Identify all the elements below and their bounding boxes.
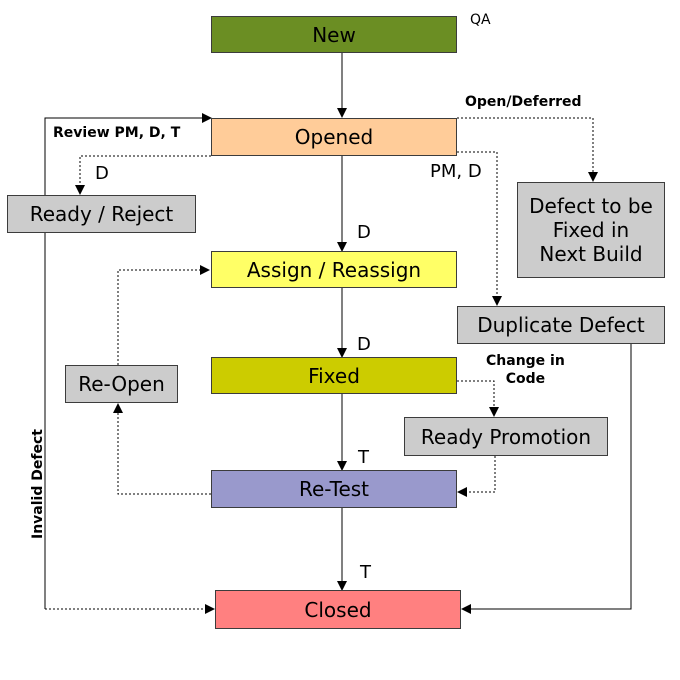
node-re-test: Re-Test [211, 470, 457, 508]
label-invalid-defect: Invalid Defect [30, 429, 46, 539]
label-d-assign: D [357, 222, 371, 243]
edge-fixed-ready-promotion [457, 380, 499, 417]
edge-reopen-assign [117, 265, 210, 365]
edge-ready-promotion-retest [457, 456, 496, 497]
node-duplicate-defect: Duplicate Defect [457, 306, 665, 344]
label-t-retest: T [358, 447, 369, 468]
node-closed: Closed [215, 590, 461, 629]
label-t-closed: T [360, 562, 371, 583]
edge-duplicate-closed [461, 343, 632, 614]
label-d-ready-reject: D [95, 163, 109, 184]
edge-review-opened [44, 113, 212, 609]
label-review: Review PM, D, T [53, 125, 181, 141]
node-assign-reassign: Assign / Reassign [211, 251, 457, 288]
label-pm-d: PM, D [430, 161, 482, 182]
node-re-open: Re-Open [65, 365, 178, 403]
node-ready-promotion: Ready Promotion [404, 417, 608, 456]
node-ready-reject: Ready / Reject [7, 195, 196, 233]
edge-opened-ready-reject [75, 155, 211, 195]
edge-opened-duplicate [457, 151, 502, 306]
edge-opened-defect-next-build [457, 117, 598, 182]
edge-retest-reopen [113, 403, 211, 495]
label-d-fixed: D [357, 334, 371, 355]
label-open-deferred: Open/Deferred [465, 94, 582, 110]
node-fixed: Fixed [211, 357, 457, 394]
label-change-in-code: Change in Code [486, 353, 565, 387]
node-opened: Opened [211, 118, 457, 156]
node-defect-next-build: Defect to be Fixed in Next Build [517, 182, 665, 278]
label-qa: QA [470, 12, 491, 28]
node-new: New [211, 16, 457, 53]
